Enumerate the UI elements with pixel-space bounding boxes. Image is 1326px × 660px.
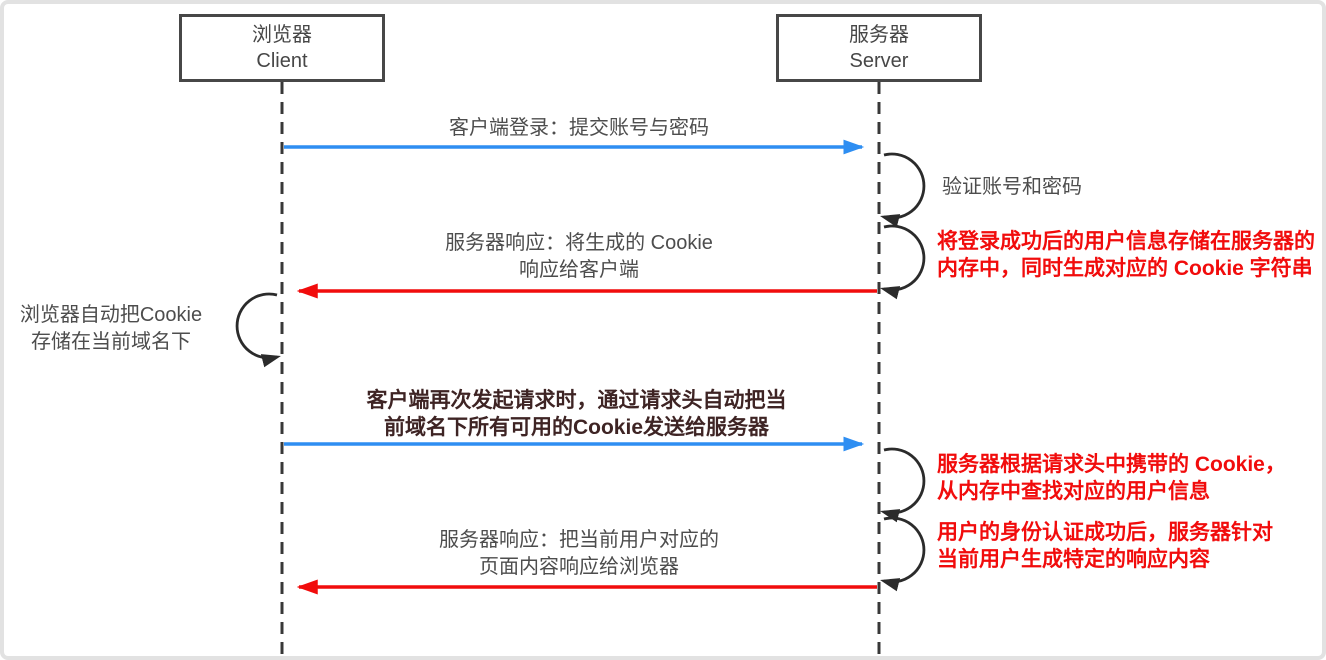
note-lookup-user-info: 服务器根据请求头中携带的 Cookie， 从内存中查找对应的用户信息 [937, 453, 1286, 503]
server-self-loop-lookup-user [880, 447, 926, 523]
server-self-loop-store-user [880, 224, 926, 300]
message-label-cookie-response: 服务器响应：将生成的 Cookie 响应给客户端 [445, 232, 713, 281]
actor-box-client: 浏览器 Client [179, 14, 385, 82]
label-browser-stores-cookie: 浏览器自动把Cookie 存储在当前域名下 [19, 304, 203, 353]
note-generate-response: 用户的身份认证成功后，服务器针对 当前用户生成特定的响应内容 [937, 521, 1273, 571]
note-store-user-info: 将登录成功后的用户信息存储在服务器的 内存中，同时生成对应的 Cookie 字符… [937, 230, 1315, 280]
message-label-request-with-cookie: 客户端再次发起请求时，通过请求头自动把当 前域名下所有可用的Cookie发送给服… [366, 389, 787, 439]
server-self-loop-verify [880, 152, 926, 228]
message-label-login: 客户端登录：提交账号与密码 [449, 117, 709, 139]
actor-box-server: 服务器 Server [776, 14, 982, 82]
server-self-loop-generate-response [880, 516, 926, 592]
message-label-page-response: 服务器响应：把当前用户对应的 页面内容响应给浏览器 [439, 529, 719, 578]
client-self-loop-store-cookie [235, 292, 281, 368]
label-verify-credentials: 验证账号和密码 [942, 176, 1082, 198]
